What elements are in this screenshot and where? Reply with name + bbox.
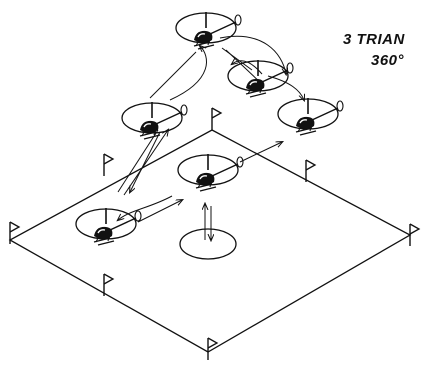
flag-icon — [9, 107, 420, 361]
maneuver-caption-title: 3 TRIAN — [343, 31, 405, 48]
ground-field — [8, 112, 412, 353]
maneuver-caption-degrees: 360° — [371, 52, 405, 69]
helicopter-icon — [75, 11, 344, 246]
landing-circle-icon — [179, 228, 237, 260]
